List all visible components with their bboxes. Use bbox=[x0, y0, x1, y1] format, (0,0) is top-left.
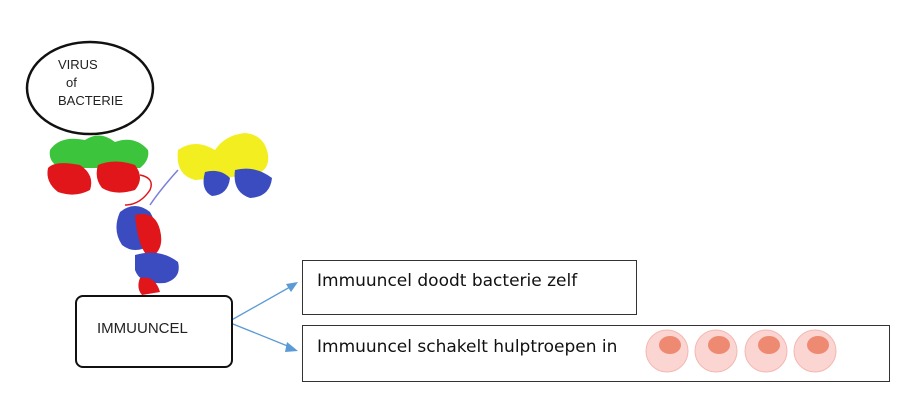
virus-label-line2: of bbox=[66, 75, 77, 90]
immune-cell-label: IMMUUNCEL bbox=[97, 320, 188, 337]
virus-or-bacteria-ellipse bbox=[25, 40, 155, 136]
outcome-box-kill: Immuuncel doodt bacterie zelf bbox=[302, 260, 637, 315]
antibody-illustration bbox=[47, 133, 272, 295]
virus-label-line1: VIRUS bbox=[58, 57, 98, 72]
helper-cell-icon bbox=[793, 329, 837, 373]
immune-cell-box: IMMUUNCEL bbox=[75, 295, 233, 368]
helper-cell-icon bbox=[694, 329, 738, 373]
outcome-helpers-text: Immuuncel schakelt hulptroepen in bbox=[317, 337, 618, 357]
helper-cells bbox=[645, 329, 837, 373]
helper-cell-icon bbox=[645, 329, 689, 373]
helper-cell-icon bbox=[744, 329, 788, 373]
virus-label-line3: BACTERIE bbox=[58, 93, 124, 108]
virus-label: VIRUS of BACTERIE bbox=[58, 56, 123, 110]
arrows bbox=[227, 282, 298, 352]
outcome-box-helpers: Immuuncel schakelt hulptroepen in bbox=[302, 325, 890, 382]
outcome-kill-text: Immuuncel doodt bacterie zelf bbox=[317, 271, 578, 291]
